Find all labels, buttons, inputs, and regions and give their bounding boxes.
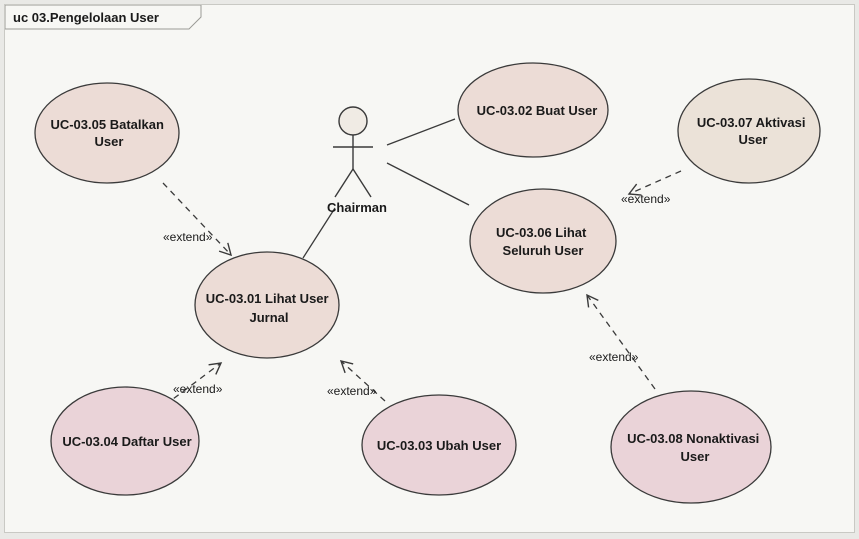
use-case-0304: UC-03.04 Daftar User [50, 386, 200, 496]
use-case-ellipse-0304 [50, 386, 200, 496]
use-case-ellipse-0308 [610, 390, 772, 504]
use-case-label-0302: UC-03.02 Buat User [477, 103, 598, 118]
extend-arrow-0305 [162, 182, 233, 257]
extend-label-0305: «extend» [163, 230, 213, 244]
use-case-ellipse-0301 [194, 251, 340, 359]
use-case-0305: UC-03.05 Batalkan User [34, 82, 180, 184]
actor-right-leg [352, 168, 372, 198]
extend-label-0308: «extend» [589, 350, 639, 364]
use-case-0303: UC-03.03 Ubah User [361, 394, 517, 496]
use-case-diagram: uc 03.Pengelolaan User «extend» «extend»… [5, 5, 821, 504]
extend-arrow-0304 [164, 362, 223, 406]
frame-title-tab: uc 03.Pengelolaan User [5, 5, 202, 30]
frame-title: uc 03.Pengelolaan User [13, 10, 159, 25]
extend-arrow-0308 [586, 293, 656, 390]
use-case-label-0307: UC-03.07 Aktivasi User [697, 115, 809, 147]
extend-label-0307: «extend» [621, 192, 671, 206]
use-case-ellipse-0306 [469, 188, 617, 294]
extend-labels: «extend» «extend» «extend» «extend» «ext… [163, 192, 671, 398]
actor-chairman: Chairman [327, 106, 387, 215]
extend-label-0304: «extend» [173, 382, 223, 396]
use-case-label-0306: UC-03.06 Lihat Seluruh User [496, 225, 590, 258]
use-case-ellipse-0307 [677, 78, 821, 184]
use-case-0301: UC-03.01 Lihat User Jurnal [194, 251, 340, 359]
actor-head [338, 106, 368, 136]
use-case-label-0304: UC-03.04 Daftar User [62, 434, 191, 449]
extend-arrow-0307 [627, 170, 682, 196]
association-line-0301 [302, 207, 336, 259]
associations [302, 118, 470, 259]
use-case-ellipse-0302 [457, 62, 609, 158]
extend-label-0303: «extend» [327, 384, 377, 398]
use-case-ellipse-0305 [34, 82, 180, 184]
association-line-0302 [386, 118, 456, 146]
use-case-ellipse-0303 [361, 394, 517, 496]
use-case-label-0308: UC-03.08 Nonaktivasi User [627, 431, 763, 464]
diagram-frame: uc 03.Pengelolaan User «extend» «extend»… [4, 4, 855, 533]
use-case-label-0301: UC-03.01 Lihat User Jurnal [206, 291, 332, 325]
use-case-label-0303: UC-03.03 Ubah User [377, 438, 501, 453]
actor-name: Chairman [327, 200, 387, 215]
use-case-0306: UC-03.06 Lihat Seluruh User [469, 188, 617, 294]
use-case-0307: UC-03.07 Aktivasi User [677, 78, 821, 184]
association-line-0306 [386, 162, 470, 206]
use-case-label-0305: UC-03.05 Batalkan User [50, 117, 167, 149]
use-case-0308: UC-03.08 Nonaktivasi User [610, 390, 772, 504]
use-case-0302: UC-03.02 Buat User [457, 62, 609, 158]
extend-arrow-0303 [339, 360, 386, 402]
actor-left-leg [334, 168, 354, 198]
extend-relations [162, 170, 682, 406]
